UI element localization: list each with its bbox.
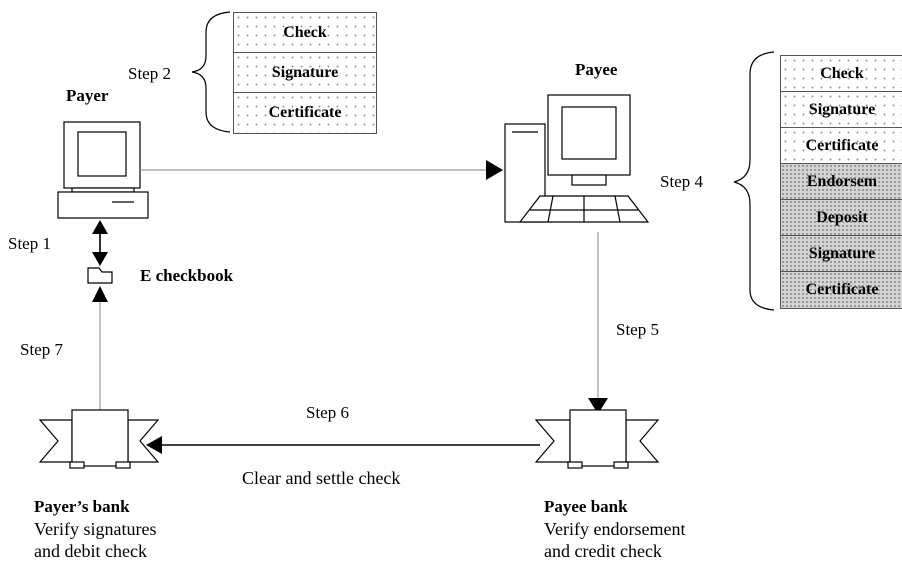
payer-label: Payer bbox=[66, 86, 109, 105]
step2-stack-certificate: Certificate bbox=[234, 93, 376, 133]
step4-stack-certificate-2: Certificate bbox=[781, 272, 902, 308]
step2-label: Step 2 bbox=[128, 64, 171, 83]
step4-brace bbox=[733, 51, 775, 311]
payer-computer-icon bbox=[57, 121, 149, 219]
step2-document-stack: Check Signature Certificate bbox=[233, 12, 377, 134]
step4-stack-signature: Signature bbox=[781, 92, 902, 128]
payee-label: Payee bbox=[575, 60, 618, 79]
step2-brace bbox=[191, 11, 231, 133]
payers-bank-desc-1: Verify signatures bbox=[34, 519, 157, 539]
payee-bank-label: Payee bank bbox=[544, 497, 628, 516]
step4-stack-signature-2: Signature bbox=[781, 236, 902, 272]
step4-stack-check: Check bbox=[781, 56, 902, 92]
payee-bank-desc-1: Verify endorsement bbox=[544, 519, 686, 539]
step1-label: Step 1 bbox=[8, 234, 51, 253]
payers-bank-icon bbox=[38, 409, 160, 469]
clear-settle-label: Clear and settle check bbox=[242, 468, 401, 488]
payee-bank-icon bbox=[534, 409, 660, 469]
step1-double-arrow bbox=[92, 220, 108, 266]
e-checkbook-folder-icon bbox=[87, 267, 113, 284]
step7-label: Step 7 bbox=[20, 340, 63, 359]
step4-stack-certificate: Certificate bbox=[781, 128, 902, 164]
step4-document-stack: Check Signature Certificate Endorsem Dep… bbox=[780, 55, 902, 309]
step2-stack-check: Check bbox=[234, 13, 376, 53]
step2-stack-signature: Signature bbox=[234, 53, 376, 93]
payers-bank-desc-2: and debit check bbox=[34, 541, 147, 561]
payee-computer-icon bbox=[504, 94, 650, 223]
step5-label: Step 5 bbox=[616, 320, 659, 339]
step4-label: Step 4 bbox=[660, 172, 703, 191]
e-checkbook-label: E checkbook bbox=[140, 266, 234, 285]
step6-label: Step 6 bbox=[306, 403, 349, 422]
step4-stack-endorsement: Endorsem bbox=[781, 164, 902, 200]
payers-bank-label: Payer’s bank bbox=[34, 497, 130, 516]
payee-bank-desc-2: and credit check bbox=[544, 541, 662, 561]
step4-stack-deposit: Deposit bbox=[781, 200, 902, 236]
